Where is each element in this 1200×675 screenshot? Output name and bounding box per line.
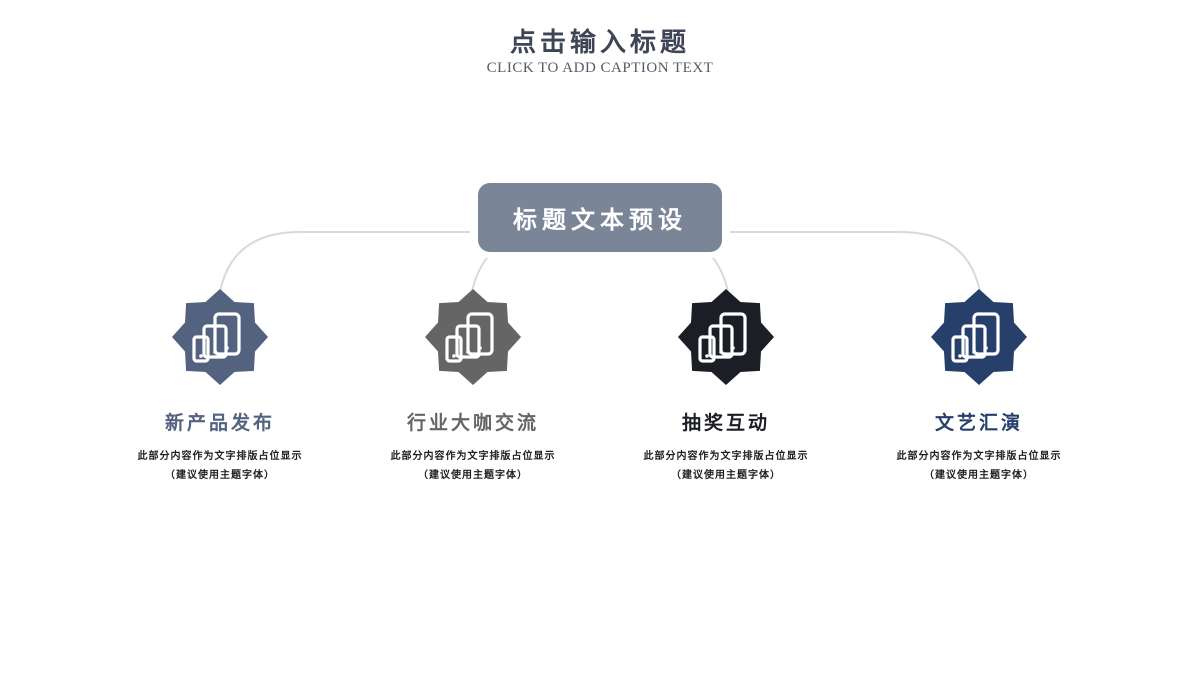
branch-description: 此部分内容作为文字排版占位显示 （建议使用主题字体） bbox=[137, 451, 303, 481]
branch-title: 抽奖互动 bbox=[681, 412, 770, 434]
device-dots bbox=[452, 346, 482, 358]
branch-description: 此部分内容作为文字排版占位显示 （建议使用主题字体） bbox=[390, 451, 556, 481]
slide-caption[interactable]: CLICK TO ADD CAPTION TEXT bbox=[486, 60, 714, 76]
branch-title: 行业大咖交流 bbox=[406, 412, 539, 434]
branch-card-2[interactable]: 行业大咖交流 此部分内容作为文字排版占位显示 （建议使用主题字体） bbox=[373, 289, 573, 485]
device-glyph bbox=[192, 312, 241, 363]
badge-shape bbox=[425, 289, 521, 385]
branch-title: 文艺汇演 bbox=[934, 412, 1023, 434]
device-dots bbox=[199, 346, 229, 358]
central-topic-box[interactable]: 标题文本预设 bbox=[478, 183, 722, 252]
device-glyph bbox=[698, 312, 747, 363]
badge-shape bbox=[172, 289, 268, 385]
devices-icon bbox=[931, 289, 1027, 385]
central-topic-label: 标题文本预设 bbox=[513, 205, 687, 234]
slide-title[interactable]: 点击输入标题 bbox=[509, 28, 690, 58]
device-dots bbox=[705, 346, 735, 358]
connector-branch-1 bbox=[219, 231, 470, 293]
branch-title: 新产品发布 bbox=[164, 412, 275, 434]
badge-shape bbox=[678, 289, 774, 385]
device-glyph bbox=[445, 312, 494, 363]
device-dots bbox=[958, 346, 988, 358]
connector-branch-4 bbox=[730, 231, 981, 293]
connector-branch-3 bbox=[712, 257, 729, 293]
devices-icon bbox=[172, 289, 268, 385]
branch-description: 此部分内容作为文字排版占位显示 （建议使用主题字体） bbox=[643, 451, 809, 481]
devices-icon bbox=[425, 289, 521, 385]
branch-card-4[interactable]: 文艺汇演 此部分内容作为文字排版占位显示 （建议使用主题字体） bbox=[879, 289, 1079, 485]
devices-icon bbox=[678, 289, 774, 385]
badge-shape bbox=[931, 289, 1027, 385]
branch-description: 此部分内容作为文字排版占位显示 （建议使用主题字体） bbox=[896, 451, 1062, 481]
branch-card-3[interactable]: 抽奖互动 此部分内容作为文字排版占位显示 （建议使用主题字体） bbox=[626, 289, 826, 485]
device-glyph bbox=[951, 312, 1000, 363]
branch-card-1[interactable]: 新产品发布 此部分内容作为文字排版占位显示 （建议使用主题字体） bbox=[120, 289, 320, 485]
connector-branch-2 bbox=[471, 257, 488, 293]
